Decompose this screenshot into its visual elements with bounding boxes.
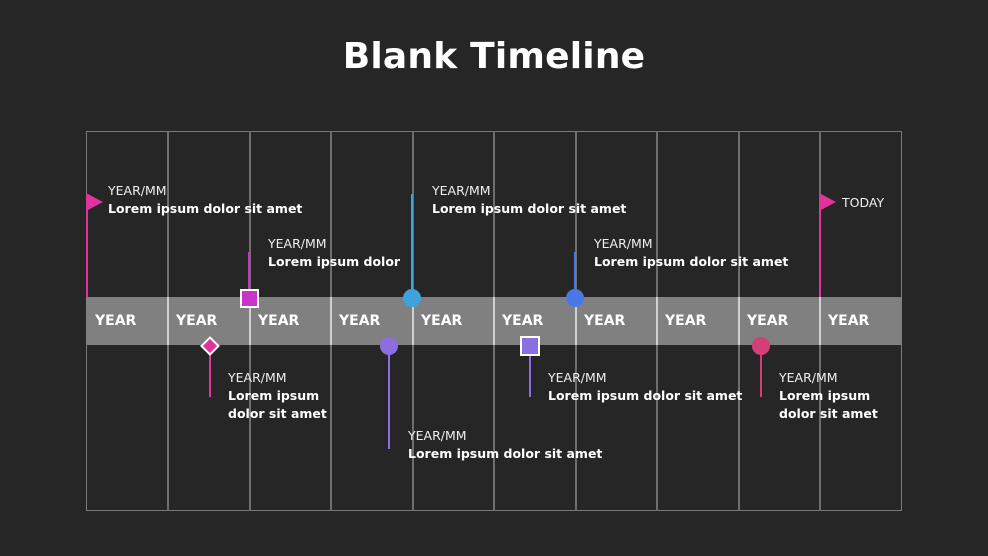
event-description: Lorem ipsum dolor sit amet bbox=[594, 254, 789, 269]
year-label-8: YEAR bbox=[665, 313, 707, 329]
event-description: Lorem ipsum dolor bbox=[268, 254, 401, 269]
event-5-stem bbox=[411, 194, 413, 294]
event-date: YEAR/MM bbox=[594, 236, 653, 251]
band-divider bbox=[656, 297, 658, 345]
event-7: YEAR/MM Lorem ipsum dolor sit amet bbox=[594, 235, 788, 271]
event-date: YEAR/MM bbox=[408, 428, 467, 443]
event-description: Lorem ipsum dolor sit amet bbox=[548, 388, 743, 403]
event-2: YEAR/MM Lorem ipsum dolor bbox=[268, 235, 400, 271]
today-label: TODAY bbox=[842, 195, 885, 210]
event-4: YEAR/MM Lorem ipsum dolor sit amet bbox=[408, 427, 602, 463]
year-label-3: YEAR bbox=[258, 313, 300, 329]
square-marker-icon[interactable] bbox=[240, 289, 259, 308]
event-7-stem bbox=[574, 252, 576, 294]
band-divider bbox=[249, 297, 251, 345]
event-8-stem bbox=[760, 348, 762, 397]
year-label-4: YEAR bbox=[339, 313, 381, 329]
year-label-10: YEAR bbox=[828, 313, 870, 329]
event-date: YEAR/MM bbox=[228, 370, 287, 385]
event-description: Lorem ipsum dolor sit amet bbox=[779, 388, 878, 421]
event-6-stem bbox=[529, 352, 531, 397]
today-flag-pole bbox=[819, 194, 821, 297]
event-date: YEAR/MM bbox=[108, 183, 167, 198]
band-divider bbox=[738, 297, 740, 345]
circle-marker-icon[interactable] bbox=[752, 337, 770, 355]
today-flag-icon bbox=[821, 194, 836, 210]
event-description: Lorem ipsum dolor sit amet bbox=[432, 201, 627, 216]
year-label-6: YEAR bbox=[502, 313, 544, 329]
event-description: Lorem ipsum dolor sit amet bbox=[108, 201, 303, 216]
event-4-stem bbox=[388, 348, 390, 449]
event-3-stem bbox=[209, 352, 211, 397]
year-label-5: YEAR bbox=[421, 313, 463, 329]
band-divider bbox=[819, 297, 821, 345]
event-description: Lorem ipsum dolor sit amet bbox=[228, 388, 327, 421]
year-label-1: YEAR bbox=[95, 313, 137, 329]
year-label-7: YEAR bbox=[584, 313, 626, 329]
start-flag-pole bbox=[86, 194, 88, 297]
year-label-2: YEAR bbox=[176, 313, 218, 329]
event-2-stem bbox=[248, 252, 250, 290]
band-divider bbox=[330, 297, 332, 345]
start-flag-icon bbox=[88, 194, 103, 210]
event-1: YEAR/MM Lorem ipsum dolor sit amet bbox=[108, 182, 302, 218]
event-date: YEAR/MM bbox=[268, 236, 327, 251]
year-label-9: YEAR bbox=[747, 313, 789, 329]
event-date: YEAR/MM bbox=[779, 370, 838, 385]
band-divider bbox=[493, 297, 495, 345]
event-6: YEAR/MM Lorem ipsum dolor sit amet bbox=[548, 369, 742, 405]
circle-marker-icon[interactable] bbox=[566, 289, 584, 307]
event-date: YEAR/MM bbox=[432, 183, 491, 198]
square-marker-icon[interactable] bbox=[520, 336, 540, 356]
band-divider bbox=[412, 297, 414, 345]
circle-marker-icon[interactable] bbox=[380, 337, 398, 355]
slide-title: Blank Timeline bbox=[342, 36, 646, 77]
band-divider bbox=[575, 297, 577, 345]
band-divider bbox=[167, 297, 169, 345]
event-date: YEAR/MM bbox=[548, 370, 607, 385]
event-3: YEAR/MM Lorem ipsum dolor sit amet bbox=[228, 369, 358, 423]
event-8: YEAR/MM Lorem ipsum dolor sit amet bbox=[779, 369, 879, 423]
event-5: YEAR/MM Lorem ipsum dolor sit amet bbox=[432, 182, 626, 218]
circle-marker-icon[interactable] bbox=[403, 289, 421, 307]
event-description: Lorem ipsum dolor sit amet bbox=[408, 446, 603, 461]
